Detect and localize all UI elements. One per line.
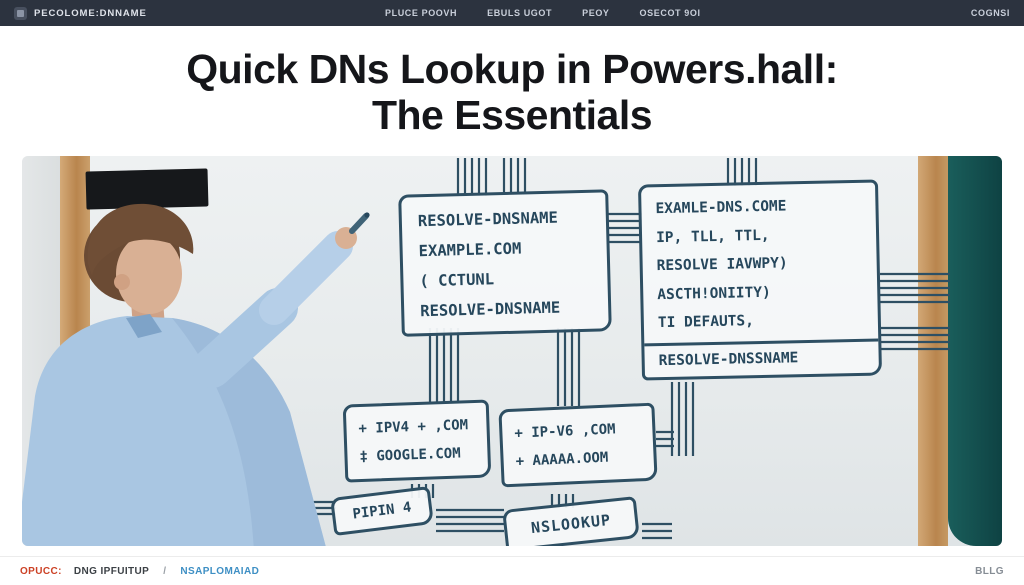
breadcrumb-separator: / — [163, 565, 167, 577]
whiteboard-box-example-dns: EXAMLE-DNS.COME IP, TLL, TTL, RESOLVE IA… — [637, 179, 883, 380]
wb-text: PIPIN 4 — [351, 499, 413, 523]
connector-ribbons — [312, 157, 950, 539]
logo-icon — [14, 6, 27, 20]
wb-text: RESOLVE-DNSSNAME — [644, 337, 879, 377]
wood-frame-right — [918, 155, 948, 546]
wb-text: + AAAAA.OOM — [515, 449, 609, 470]
wb-text: RESOLVE-DNSNAME — [419, 298, 561, 320]
footer-link[interactable]: NSAPLOMAIAD — [180, 565, 260, 577]
top-navbar: PECOLOME:DNNAME PLUCE POOVH EBULS UGOT P… — [0, 0, 1024, 26]
wb-text: IP, TLL, TTL, — [655, 226, 770, 246]
footer-right-link[interactable]: BLLG — [975, 565, 1004, 577]
nav-item-1[interactable]: PLUCE POOVH — [385, 8, 458, 18]
wb-text: NSLOOKUP — [530, 510, 612, 537]
whiteboard-box-resolve: RESOLVE-DNSNAME EXAMPLE.COM ( CCTUNL RES… — [398, 188, 612, 337]
footer-category-link[interactable]: OPUCC: — [20, 565, 62, 577]
site-logo[interactable]: PECOLOME:DNNAME — [14, 6, 147, 20]
page-footer: OPUCC: DNG IPFUITUP / NSAPLOMAIAD BLLG — [0, 555, 1024, 585]
wb-text: + IPV4 + ,COM — [358, 416, 469, 437]
person — [22, 203, 370, 546]
title-block: Quick DNs Lookup in Powers.hall: The Ess… — [0, 46, 1024, 139]
nav-item-3[interactable]: PEOY — [582, 8, 610, 18]
marker-pen — [349, 212, 369, 234]
wb-text: ASCTH!ONIITY) — [657, 283, 771, 303]
title-line-1: Quick DNs Lookup in Powers.hall: — [186, 46, 838, 92]
hero-image: RESOLVE-DNSNAME EXAMPLE.COM ( CCTUNL RES… — [22, 155, 1002, 546]
nav-item-2[interactable]: EBULS UGOT — [487, 8, 553, 18]
whiteboard-box-ipv6: + IP-V6 ,COM + AAAAA.OOM — [498, 402, 658, 488]
nav-item-4[interactable]: OSECOT 9OI — [639, 8, 701, 18]
wb-text: ( CCTUNL — [419, 269, 495, 290]
whiteboard-scene — [22, 157, 950, 546]
logo-text: PECOLOME:DNNAME — [34, 7, 147, 19]
wb-text: RESOLVE-DNSNAME — [417, 208, 559, 230]
wb-text: RESOLVE IAVWPY) — [656, 255, 788, 274]
title-line-2: The Essentials — [371, 92, 653, 139]
wb-text: EXAMPLE.COM — [418, 239, 522, 260]
wb-text: ‡ GOOGLE.COM — [359, 445, 461, 465]
page-title: Quick DNs Lookup in Powers.hall: The Ess… — [0, 46, 1024, 139]
wb-text: TI DEFAUTS, — [657, 312, 755, 331]
nav-menu: PLUCE POOVH EBULS UGOT PEOY OSECOT 9OI — [385, 8, 701, 18]
teal-panel — [948, 155, 1002, 546]
nav-account-link[interactable]: COGNSI — [970, 8, 1010, 18]
whiteboard-box-ipv4: + IPV4 + ,COM ‡ GOOGLE.COM — [342, 399, 492, 483]
footer-breadcrumb: DNG IPFUITUP — [73, 565, 150, 577]
wb-text: EXAMLE-DNS.COME — [655, 198, 787, 217]
